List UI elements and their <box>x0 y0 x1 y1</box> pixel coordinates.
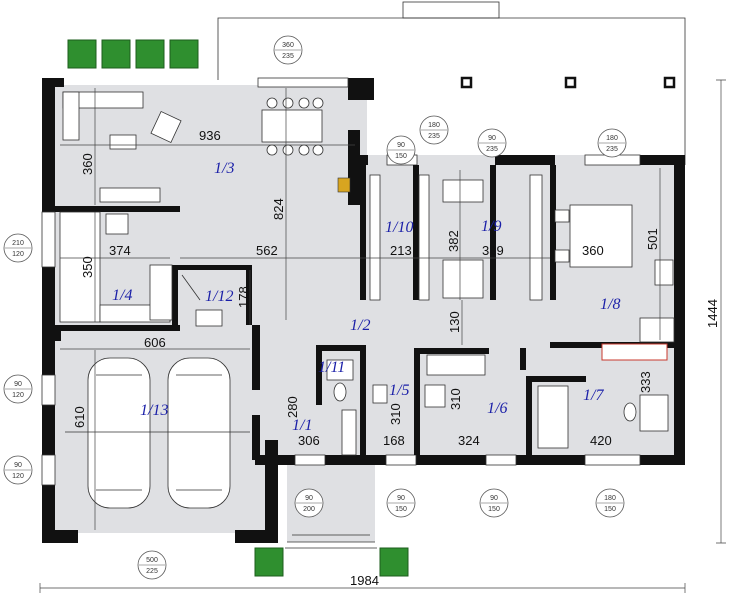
svg-text:235: 235 <box>486 146 498 153</box>
window-marker: 90 235 <box>477 128 507 158</box>
room-1-9-width: 339 <box>482 243 504 258</box>
room-label: 1/10 <box>385 219 413 236</box>
svg-text:120: 120 <box>12 392 24 399</box>
svg-text:90: 90 <box>397 142 405 149</box>
garage-width: 606 <box>144 335 166 350</box>
room-label: 1/9 <box>481 218 501 235</box>
window-marker: 360 235 <box>273 35 303 65</box>
room-label: 1/1 <box>292 417 312 434</box>
hedges-top <box>67 39 199 69</box>
room-label: 1/3 <box>214 160 234 177</box>
bath-small-depth: 310 <box>388 403 403 425</box>
room-labels: 1/1 1/2 1/3 1/4 1/5 1/6 1/7 1/8 1/9 1/10… <box>112 160 620 434</box>
corridor-width: 130 <box>447 311 462 333</box>
window-marker: 90 200 <box>294 488 324 518</box>
window-marker: 180 235 <box>597 128 627 158</box>
floor-areas <box>55 85 685 533</box>
svg-text:500: 500 <box>146 557 158 564</box>
svg-text:235: 235 <box>282 53 294 60</box>
window-marker: 90 150 <box>386 135 416 165</box>
window-marker: 90 120 <box>3 455 33 485</box>
hedges-bottom <box>254 547 409 577</box>
room-label: 1/8 <box>600 296 620 313</box>
svg-text:90: 90 <box>397 495 405 502</box>
furniture <box>59 91 675 456</box>
hall-width: 562 <box>256 243 278 258</box>
entry-width: 306 <box>298 433 320 448</box>
svg-text:120: 120 <box>12 473 24 480</box>
svg-text:90: 90 <box>14 381 22 388</box>
room-label: 1/2 <box>350 317 370 334</box>
total-height: 1444 <box>705 299 720 328</box>
bedroom-width: 360 <box>582 243 604 258</box>
dimension-labels: 1984 1444 936 824 360 562 374 350 178 21… <box>72 128 720 588</box>
entry-depth: 280 <box>285 396 300 418</box>
living-left: 360 <box>80 153 95 175</box>
pantry-height: 178 <box>236 286 251 308</box>
room-label: 1/5 <box>389 382 409 399</box>
room-label: 1/12 <box>205 288 233 305</box>
room-1-7-depth: 333 <box>638 371 653 393</box>
garage-cars <box>65 357 250 509</box>
window-marker: 90 120 <box>3 374 33 404</box>
terrace-outline <box>217 1 686 165</box>
total-width: 1984 <box>350 573 379 588</box>
room-label: 1/4 <box>112 287 132 304</box>
svg-text:90: 90 <box>490 495 498 502</box>
room-label: 1/6 <box>487 400 507 417</box>
window-marker: 500 225 <box>137 550 167 580</box>
svg-text:90: 90 <box>488 135 496 142</box>
bath-depth: 310 <box>448 388 463 410</box>
room-1-7-width: 420 <box>590 433 612 448</box>
bedroom-depth: 501 <box>645 228 660 250</box>
room-label: 1/13 <box>140 402 168 419</box>
svg-text:90: 90 <box>305 495 313 502</box>
svg-text:235: 235 <box>428 133 440 140</box>
svg-text:225: 225 <box>146 568 158 575</box>
svg-text:200: 200 <box>303 506 315 513</box>
dimension-lines <box>39 79 726 593</box>
svg-text:120: 120 <box>12 251 24 258</box>
living-height: 824 <box>271 198 286 220</box>
interior-walls <box>55 165 675 460</box>
living-width: 936 <box>199 128 221 143</box>
garage-depth: 610 <box>72 406 87 428</box>
room-label: 1/7 <box>583 387 604 404</box>
svg-text:150: 150 <box>395 506 407 513</box>
window-marker: 180 235 <box>419 115 449 145</box>
svg-text:180: 180 <box>606 135 618 142</box>
svg-text:180: 180 <box>428 122 440 129</box>
window-markers: 360 235 180 235 90 150 90 235 180 235 21… <box>3 35 627 580</box>
svg-text:150: 150 <box>604 506 616 513</box>
room-label: 1/11 <box>318 359 345 376</box>
kitchen-height: 350 <box>80 256 95 278</box>
svg-text:180: 180 <box>604 495 616 502</box>
kitchen-width: 374 <box>109 243 131 258</box>
room-1-9-depth: 382 <box>446 230 461 252</box>
svg-text:235: 235 <box>606 146 618 153</box>
bath-width: 324 <box>458 433 480 448</box>
svg-text:150: 150 <box>488 506 500 513</box>
window-marker: 210 120 <box>3 233 33 263</box>
svg-text:90: 90 <box>14 462 22 469</box>
svg-text:210: 210 <box>12 240 24 247</box>
room-1-10-width: 213 <box>390 243 412 258</box>
svg-text:360: 360 <box>282 42 294 49</box>
bath-small-width: 168 <box>383 433 405 448</box>
window-marker: 90 150 <box>386 488 416 518</box>
svg-text:150: 150 <box>395 153 407 160</box>
window-marker: 180 150 <box>595 488 625 518</box>
window-marker: 90 150 <box>479 488 509 518</box>
